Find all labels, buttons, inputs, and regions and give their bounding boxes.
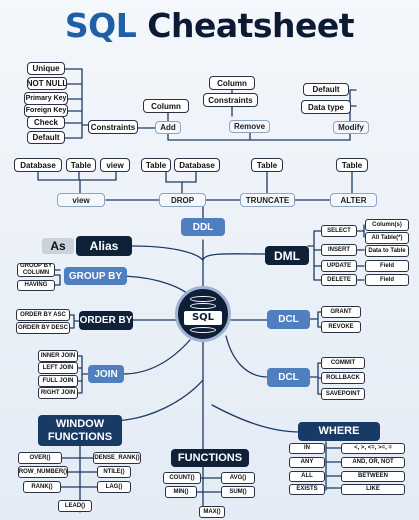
constraints-node: Constraints bbox=[88, 120, 138, 134]
view-view: view bbox=[100, 158, 130, 172]
orderby-asc: ORDER BY ASC bbox=[16, 309, 70, 321]
join-full: FULL JOIN bbox=[38, 375, 78, 387]
title-sql: SQL bbox=[64, 6, 137, 45]
page-title: SQL Cheatsheet bbox=[0, 4, 419, 48]
orderby-desc: ORDER BY DESC bbox=[16, 322, 70, 334]
dml-target-field-delete: Field bbox=[365, 274, 409, 286]
dml-delete: DELETE bbox=[321, 274, 357, 286]
dml-node: DML bbox=[265, 246, 309, 265]
groupby-having: HAVING bbox=[17, 280, 55, 291]
dcl-savepoint: SAVEPOINT bbox=[321, 388, 365, 400]
modify-default: Default bbox=[303, 83, 349, 96]
constraint-default: Default bbox=[27, 131, 65, 144]
dml-target-field-update: Field bbox=[365, 260, 409, 272]
where-between: BETWEEN bbox=[341, 471, 405, 482]
window-lead: LEAD() bbox=[58, 500, 92, 512]
drop-table: Table bbox=[141, 158, 171, 172]
func-min: MIN() bbox=[165, 486, 197, 498]
window-row-number: ROW_NUMBER() bbox=[18, 466, 68, 478]
window-rank: RANK() bbox=[23, 481, 61, 493]
remove-constraints: Constraints bbox=[203, 93, 258, 107]
alias-node: Alias bbox=[76, 236, 132, 256]
dml-update: UPDATE bbox=[321, 260, 357, 272]
func-max: MAX() bbox=[199, 506, 225, 518]
dcl-node-1: DCL bbox=[267, 310, 310, 329]
func-count: COUNT() bbox=[163, 472, 201, 484]
window-over: OVER() bbox=[18, 452, 62, 464]
window-functions-node: WINDOW FUNCTIONS bbox=[38, 415, 122, 446]
dcl-grant: GRANT bbox=[321, 306, 361, 318]
alter-node: ALTER bbox=[330, 193, 377, 207]
where-comparison: <, >, <=, >=, = bbox=[341, 443, 405, 454]
constraint-not-null: NOT NULL bbox=[27, 77, 67, 90]
view-table: Table bbox=[66, 158, 96, 172]
func-sum: SUM() bbox=[221, 486, 255, 498]
dml-insert: INSERT bbox=[321, 244, 357, 256]
sql-database-icon: SQL bbox=[175, 286, 231, 342]
disk-middle bbox=[190, 303, 216, 309]
dml-select: SELECT bbox=[321, 225, 357, 237]
dcl-commit: COMMIT bbox=[321, 357, 365, 369]
join-right: RIGHT JOIN bbox=[38, 387, 78, 399]
alias-as: As bbox=[42, 238, 74, 254]
dcl-node-2: DCL bbox=[267, 368, 310, 387]
dcl-rollback: ROLLBACK bbox=[321, 372, 365, 384]
core-label: SQL bbox=[184, 311, 222, 325]
join-node: JOIN bbox=[88, 365, 124, 383]
where-node: WHERE bbox=[298, 422, 380, 441]
ddl-node: DDL bbox=[181, 218, 225, 236]
groupby-column: GROUP BY COLUMN bbox=[17, 263, 55, 277]
dml-target-columns: Column(s) bbox=[365, 219, 409, 231]
modify-node: Modify bbox=[333, 121, 369, 134]
functions-node: FUNCTIONS bbox=[171, 449, 249, 467]
add-node: Add bbox=[155, 121, 181, 134]
drop-node: DROP bbox=[159, 193, 206, 207]
where-in: IN bbox=[289, 443, 325, 454]
window-dense-rank: DENSE_RANK() bbox=[93, 452, 141, 464]
dcl-revoke: REVOKE bbox=[321, 321, 361, 333]
constraint-check: Check bbox=[27, 116, 65, 129]
join-inner: INNER JOIN bbox=[38, 350, 78, 362]
where-all: ALL bbox=[289, 471, 325, 482]
disk-bottom bbox=[190, 327, 216, 333]
dml-target-data-to-table: Data to Table bbox=[365, 245, 409, 257]
dml-target-all-table: All Table(*) bbox=[365, 232, 409, 244]
constraint-unique: Unique bbox=[27, 62, 65, 75]
groupby-node: GROUP BY bbox=[64, 267, 127, 285]
view-node: view bbox=[57, 193, 105, 207]
func-avg: AVG() bbox=[221, 472, 255, 484]
where-logical: AND, OR, NOT bbox=[341, 457, 405, 468]
orderby-node: ORDER BY bbox=[79, 311, 133, 330]
drop-database: Database bbox=[174, 158, 220, 172]
remove-node: Remove bbox=[229, 120, 270, 133]
alter-table: Table bbox=[336, 158, 368, 172]
truncate-table: Table bbox=[251, 158, 283, 172]
remove-column: Column bbox=[209, 76, 255, 90]
window-ntile: NTILE() bbox=[97, 466, 131, 478]
add-column-header: Column bbox=[143, 99, 189, 113]
where-any: ANY bbox=[289, 457, 325, 468]
where-like: LIKE bbox=[341, 484, 405, 495]
join-left: LEFT JOIN bbox=[38, 362, 78, 374]
constraint-foreign-key: Foreign Key bbox=[24, 104, 68, 117]
disk-top bbox=[190, 296, 216, 302]
view-database: Database bbox=[14, 158, 62, 172]
title-cheatsheet: Cheatsheet bbox=[147, 6, 355, 45]
window-lag: LAG() bbox=[97, 481, 131, 493]
where-exists: EXISTS bbox=[289, 484, 325, 495]
modify-data-type: Data type bbox=[301, 100, 351, 114]
truncate-node: TRUNCATE bbox=[240, 193, 295, 207]
